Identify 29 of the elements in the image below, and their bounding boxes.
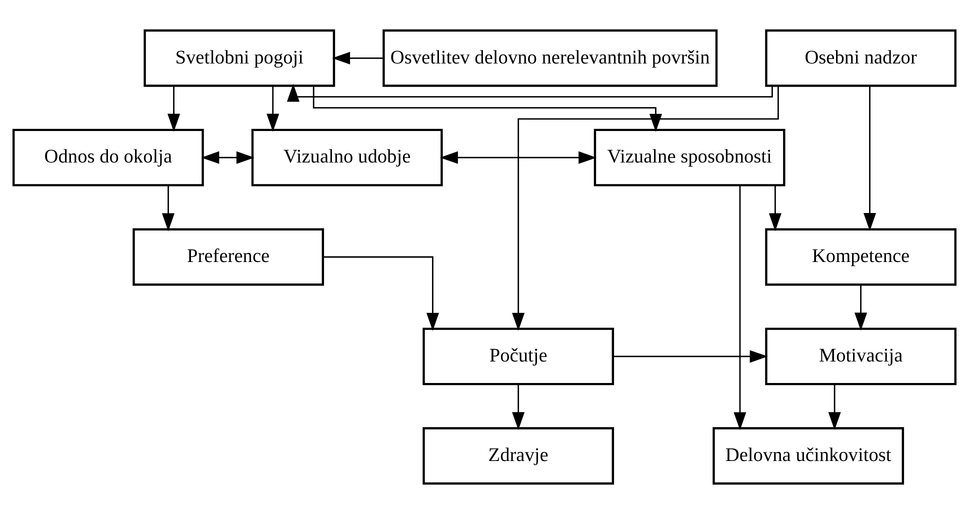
arrow <box>323 256 439 330</box>
arrow <box>266 85 280 132</box>
arrow <box>168 85 180 132</box>
arrow <box>512 86 779 330</box>
node-box: Vizualno udobje <box>251 128 443 186</box>
node-box: Osebni nadzor <box>765 28 956 86</box>
arrow <box>312 85 662 132</box>
node-box: Svetlobni pogoji <box>144 28 336 86</box>
node-box: Motivacija <box>765 327 956 385</box>
node-box: Preference <box>132 228 324 286</box>
arrow <box>768 184 782 231</box>
arrow <box>512 384 525 430</box>
node-box: Osvetlitev delovno nerelevantnih površin <box>382 28 718 86</box>
node-box: Odnos do okolja <box>12 128 204 186</box>
arrow <box>440 150 597 164</box>
node-box: Vizualne sposobnosti <box>594 128 786 186</box>
arrow <box>286 83 773 102</box>
arrow <box>734 185 746 430</box>
node-box: Počutje <box>422 327 614 385</box>
arrow <box>162 184 175 231</box>
arrow <box>332 51 384 64</box>
arrow <box>613 350 768 362</box>
arrow <box>864 85 876 231</box>
arrow <box>854 284 868 330</box>
arrow <box>201 150 254 164</box>
arrow <box>828 384 841 430</box>
node-box: Zdravje <box>422 426 614 484</box>
node-box: Delovna učinkovitost <box>712 426 904 484</box>
node-box: Kompetence <box>765 228 956 286</box>
